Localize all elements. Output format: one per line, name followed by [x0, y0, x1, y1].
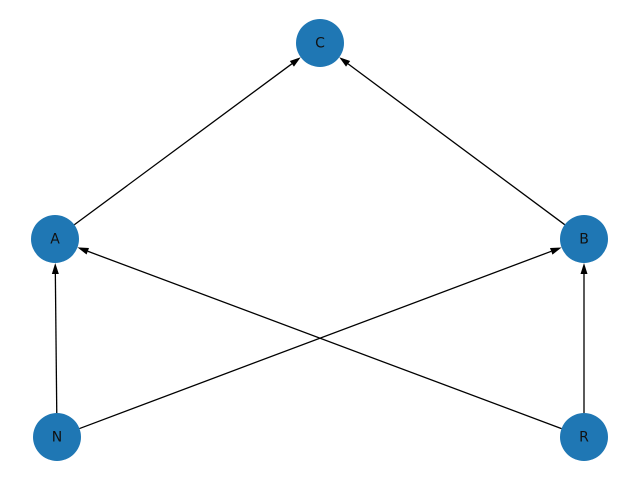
graph-edge-r-to-a [77, 247, 562, 430]
graph-node-c[interactable]: C [296, 19, 344, 67]
node-label: B [579, 232, 589, 248]
node-label: A [50, 232, 60, 248]
graph-node-a[interactable]: A [31, 215, 79, 263]
node-circle[interactable] [560, 215, 608, 263]
arrow-head-icon [339, 57, 351, 67]
edge-line [347, 63, 566, 226]
graph-node-n[interactable]: N [33, 413, 81, 461]
graph-edge-n-to-b [79, 247, 562, 430]
edge-line [79, 250, 552, 430]
edge-line [73, 63, 293, 226]
arrow-head-icon [550, 247, 562, 255]
node-label: C [315, 36, 325, 52]
node-label: N [52, 430, 62, 446]
node-circle[interactable] [33, 413, 81, 461]
arrow-head-icon [77, 247, 90, 255]
graph-edge-b-to-c [339, 57, 566, 226]
edges-layer [51, 57, 588, 430]
node-circle[interactable] [31, 215, 79, 263]
arrow-head-icon [580, 263, 588, 274]
arrow-head-icon [289, 57, 301, 67]
graph-edge-n-to-a [51, 263, 59, 414]
graph-edge-r-to-b [580, 263, 588, 413]
graph-node-r[interactable]: R [560, 413, 608, 461]
nodes-layer: C A B N R [31, 19, 608, 461]
node-circle[interactable] [560, 413, 608, 461]
edge-line [54, 273, 58, 414]
graph-edge-a-to-c [73, 57, 301, 226]
node-circle[interactable] [296, 19, 344, 67]
edge-line [87, 250, 562, 430]
arrow-head-icon [51, 263, 59, 275]
node-label: R [579, 430, 589, 446]
graph-node-b[interactable]: B [560, 215, 608, 263]
